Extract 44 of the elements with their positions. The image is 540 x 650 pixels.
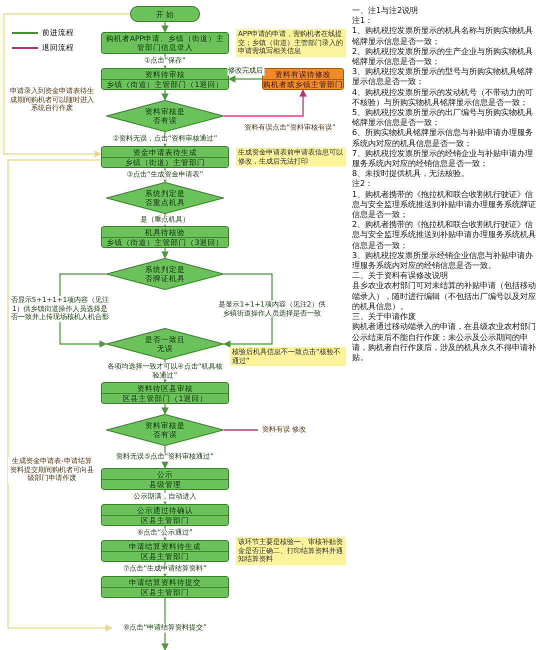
note-text: 县乡农业农村部门可对未结算的补贴申请（包括移动端录入），随时进行编辑（不包括出厂编号以及对应的机具信息）。: [352, 281, 536, 312]
note-text: 二、关于资料有误修改说明: [352, 271, 449, 281]
note-text: 一、注1与注2说明: [352, 6, 420, 16]
note-text: 购机者通过移动端录入的申请，在县级农业农村部门公示结束后不能自行作废；未公示及公示期间的申请，购机者自行作废后，涉及的机具永久不得申请补贴。: [352, 322, 536, 364]
connector-line: [224, 429, 258, 431]
arrow: [161, 248, 169, 259]
process-box: [101, 226, 229, 248]
decision-diamond: [106, 328, 224, 360]
decision-diamond: [106, 258, 224, 290]
process-box: [101, 468, 229, 490]
process-box: [101, 382, 229, 404]
note-text: 8、未按时提供机具，无法核验。: [352, 169, 470, 179]
arrow: [161, 404, 169, 415]
arrow: [161, 22, 169, 33]
process-box: [101, 504, 229, 526]
note-text: 1、购机者携带的《拖拉机和联合收割机行驶证》信息与安全监理系统推送到补贴申请办理服务系统牌证信息是否一致；: [352, 190, 536, 220]
arrow: [224, 89, 307, 117]
arrow: [3, 13, 130, 158]
note-text: 4、购机税控发票所显示的发动机号（不带动力的可不核验）与所购实物机具铭牌显示信息是否一致；: [352, 88, 534, 108]
note-text: 注2：: [352, 179, 374, 190]
note-text: 7、购机税控发票所显示的经销企业与补贴申请办理服务系统内对应的经销信息是否一致；: [352, 148, 534, 170]
decision-diamond: [106, 100, 224, 132]
note-text: 6、所购实物机具铭牌显示信息与补贴申请办理服务系统内对应的机具信息是否一致；: [352, 128, 534, 149]
arrow: [7, 159, 113, 632]
arrow: [223, 273, 273, 348]
process-box: [262, 68, 344, 90]
note-text: 注1：: [352, 16, 374, 26]
note-text: 3、购机税控发票所显示经销企业信息与补贴申请办理服务系统内对应的经销信息是否一致。: [352, 250, 534, 271]
note-text: 5、购机税控发票所显示的出厂编号与所购实物机具铭牌显示信息是否一致；: [352, 108, 534, 128]
start-terminal: [130, 6, 200, 22]
note-text: 2、购机税控发票所显示的生产企业与所购实物机具铭牌显示信息是否一致；: [352, 46, 534, 68]
arrow: [161, 90, 169, 101]
process-box: [101, 68, 229, 90]
process-box: [101, 146, 229, 168]
note-text: 1、购机税控发票所显示的机具名称与所购实物机具铭牌显示信息是否一致；: [352, 26, 534, 47]
process-box: [101, 576, 229, 598]
process-box: [101, 540, 229, 562]
note-text: 2、购机者携带的《拖拉机和联合收割机行驶证》信息与安全监理系统推送到补贴申请办理服务系统机具信息是否一致；: [352, 220, 536, 251]
decision-diamond: [106, 182, 224, 214]
note-text: 三、关于申请作废: [352, 312, 417, 322]
note-text: 3、购机税控发票所显示的型号与所购实物机具铭牌显示信息是否一致；: [352, 67, 534, 88]
arrow: [228, 75, 262, 83]
process-box: [101, 32, 229, 54]
decision-diamond: [106, 414, 224, 446]
